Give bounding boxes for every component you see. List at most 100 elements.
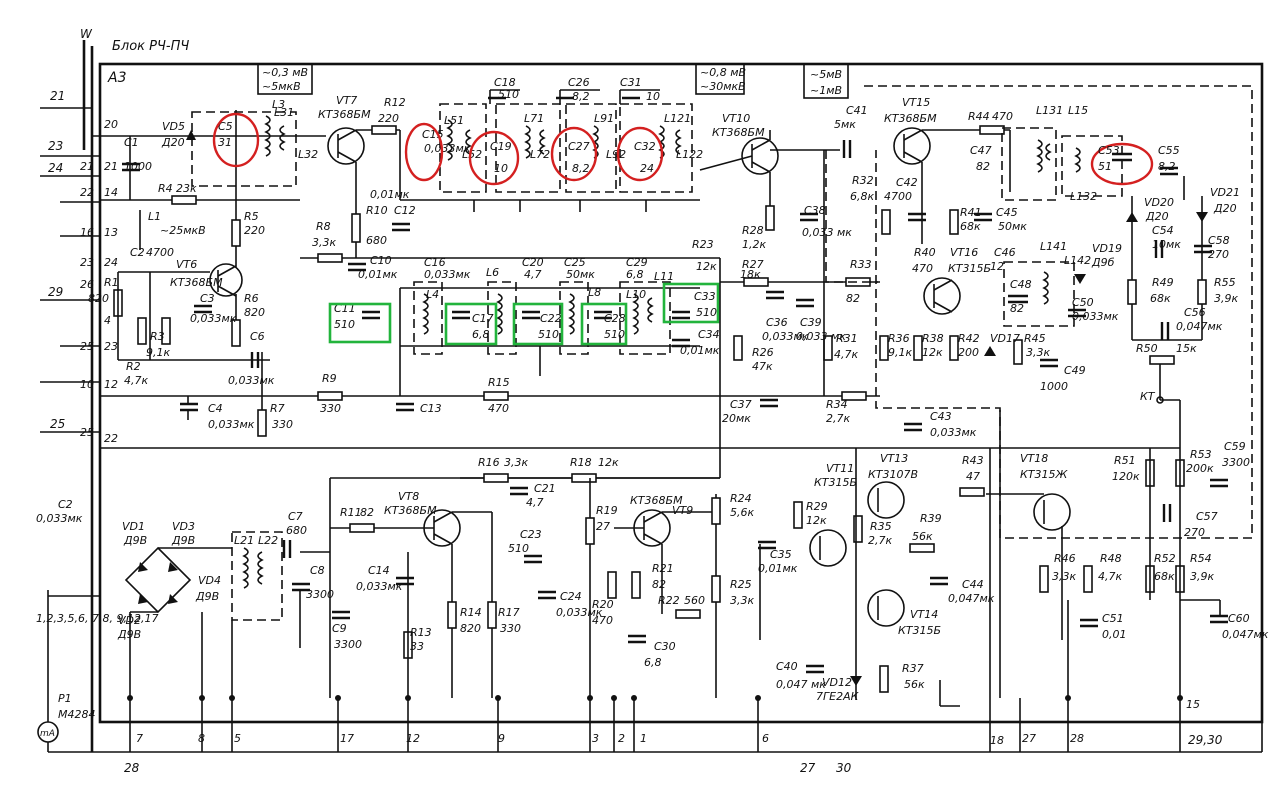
l141-label: L141 [1040, 240, 1067, 253]
r35-label: R35 [870, 520, 892, 533]
vd12-type: 7ГЕ2АК [816, 690, 860, 703]
c49-value: 1000 [1040, 380, 1068, 393]
r46-label: R46 [1054, 552, 1076, 565]
vt15-label: VT15 [902, 96, 930, 109]
vd19-label: VD19 [1092, 242, 1122, 255]
c35-value: 0,01мк [758, 562, 798, 575]
c60-value: 0,047мк [1222, 628, 1269, 641]
rf-input-section [100, 110, 300, 437]
c9-label: C9 [332, 622, 347, 635]
svg-text:25: 25 [80, 426, 94, 439]
harness-25: 25 [50, 417, 65, 431]
c13-label: C13 [420, 402, 442, 415]
c29-value: 6,8 [626, 268, 644, 281]
c14-value: 0,033мк [356, 580, 403, 593]
r7-value: 330 [272, 418, 293, 431]
r2-value: 4,7к [124, 374, 148, 387]
c20-value: 4,7 [524, 268, 542, 281]
vt11-type: КТ315Б [814, 476, 857, 489]
r55-value: 3,9к [1214, 292, 1238, 305]
c49-label: C49 [1064, 364, 1086, 377]
vd21-type: Д20 [1213, 202, 1237, 215]
svg-text:24: 24 [104, 256, 118, 269]
c20-label: C20 [522, 256, 544, 269]
vd12-label: VD12 [822, 676, 852, 689]
l21-label: L21 [234, 534, 254, 547]
vd1-type: Д9В [123, 534, 147, 547]
c5-value: 31 [218, 136, 232, 149]
r25-label: R25 [730, 578, 752, 591]
vd5-type: Д20 [161, 136, 185, 149]
svg-text:26: 26 [80, 278, 94, 291]
vt10-type: КТ368БМ [712, 126, 765, 139]
l22-label: L22 [258, 534, 278, 547]
r4-label: R4 [158, 182, 173, 195]
c47-value: 82 [976, 160, 990, 173]
svg-text:15: 15 [1186, 698, 1200, 711]
svg-text:4: 4 [104, 314, 111, 327]
c53-label: C53 [1098, 144, 1120, 157]
c36-label: C36 [766, 316, 788, 329]
c8-value: 3300 [306, 588, 334, 601]
harness-29-30: 29,30 [1188, 733, 1223, 747]
r37-label: R37 [902, 662, 924, 675]
c26-label: C26 [568, 76, 590, 89]
r37-value: 56к [904, 678, 925, 691]
r40-label: R40 [914, 246, 936, 259]
r12-value: 220 [378, 112, 399, 125]
r52-value: 68к [1154, 570, 1175, 583]
vd20-label: VD20 [1144, 196, 1174, 209]
harness-28: 28 [124, 761, 140, 775]
module-label: A3 [107, 70, 126, 86]
c40-value: 0,047 мк [776, 678, 826, 691]
svg-text:22: 22 [104, 432, 118, 445]
c34-value: 0,01мк [680, 344, 720, 357]
c51-label: C51 [1102, 612, 1124, 625]
c22-value: 510 [538, 328, 559, 341]
l11-label: L11 [654, 270, 674, 283]
c45-label: C45 [996, 206, 1018, 219]
c6-value: 0,033мк [228, 374, 275, 387]
vt14-label: VT14 [910, 608, 938, 621]
harness-21: 21 [50, 89, 65, 103]
c48-value: 82 [1010, 302, 1024, 315]
l91-label: L91 [594, 112, 614, 125]
svg-text:~5мкВ: ~5мкВ [262, 80, 301, 93]
red-highlights [212, 112, 1154, 186]
c5-label: C5 [218, 120, 233, 133]
vt16-type: КТ315Б [948, 262, 991, 275]
c26-value: 8,2 [572, 90, 590, 103]
c2b-label: C2 [58, 498, 73, 511]
r23-label: R23 [692, 238, 714, 251]
r14-label: R14 [460, 606, 482, 619]
r49-label: R49 [1152, 276, 1174, 289]
vd17-label: VD17 [990, 332, 1020, 345]
c7-label: C7 [288, 510, 303, 523]
r24-label: R24 [730, 492, 752, 505]
svg-text:8: 8 [198, 732, 205, 745]
c45-value: 50мк [998, 220, 1027, 233]
level-box-2: ~0,8 мВ ~30мкВ [695, 63, 746, 95]
l3-label: L3 [272, 98, 285, 111]
r31-label: R31 [836, 332, 858, 345]
c14-label: C14 [368, 564, 390, 577]
r33-label: R33 [850, 258, 872, 271]
c50-value: 0,033мк [1072, 310, 1119, 323]
c34-label: C34 [698, 328, 720, 341]
vt15-type: КТ368БМ [884, 112, 937, 125]
r38-value: 12к [922, 346, 943, 359]
r11-label: R11 [340, 506, 362, 519]
r49-value: 68к [1150, 292, 1171, 305]
svg-text:~1мВ: ~1мВ [810, 84, 842, 97]
vt8-label: VT8 [398, 490, 419, 503]
c9-value: 3300 [334, 638, 362, 651]
vd1-label: VD1 [122, 520, 145, 533]
r19-label: R19 [596, 504, 618, 517]
r13-label: R13 [410, 626, 432, 639]
l52-label: L52 [462, 148, 482, 161]
c42-value: 4700 [884, 190, 912, 203]
module-frame [82, 40, 1264, 753]
r34-value: 2,7к [826, 412, 850, 425]
r45-label: R45 [1024, 332, 1046, 345]
vd20-type: Д20 [1145, 210, 1169, 223]
